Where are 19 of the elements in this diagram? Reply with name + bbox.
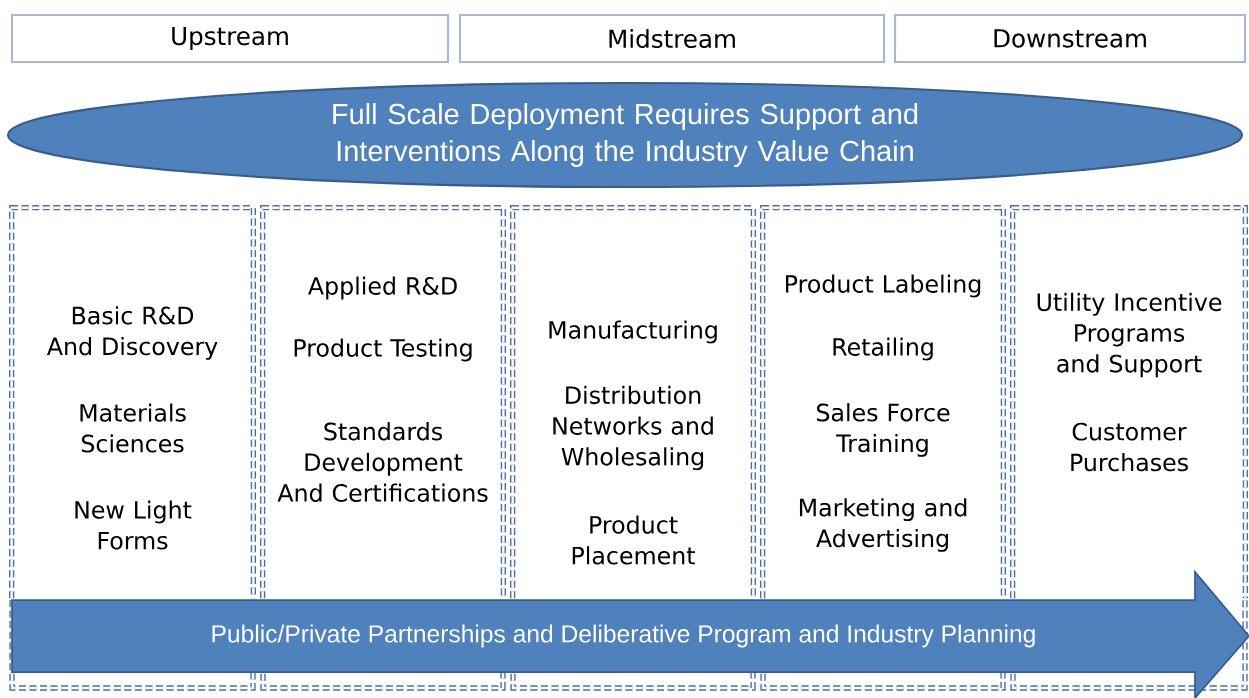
item-text: Sales Force Training (816, 403, 950, 457)
item-text: Product Testing (294, 338, 472, 362)
item-text: Marketing and Advertising (799, 498, 967, 552)
item-text: New Light Forms (75, 500, 192, 550)
arrow-band: Public/Private Partnerships and Deliberative Program and Industry Planning (11, 569, 1249, 698)
item-text: Retailing (833, 337, 933, 361)
item-text: Applied R&D (308, 276, 457, 300)
header-box: Upstream (10, 13, 450, 64)
item-text: Materials Sciences (80, 403, 186, 453)
header-box: Downstream (893, 13, 1247, 64)
item-text: Utility Incentive Programs and Support (1037, 292, 1222, 378)
item-text: Product Labeling (786, 274, 981, 298)
header-box: Midstream (458, 13, 886, 64)
item-text: Basic R&D And Discovery (47, 306, 218, 360)
item-text: Manufacturing (549, 320, 717, 344)
item-text: Distribution Networks and Wholesaling (553, 385, 713, 471)
item-text: Standards Development And Certifications (277, 422, 488, 502)
item-text: Customer Purchases (1071, 422, 1188, 472)
item-text: Product Placement (572, 515, 695, 565)
